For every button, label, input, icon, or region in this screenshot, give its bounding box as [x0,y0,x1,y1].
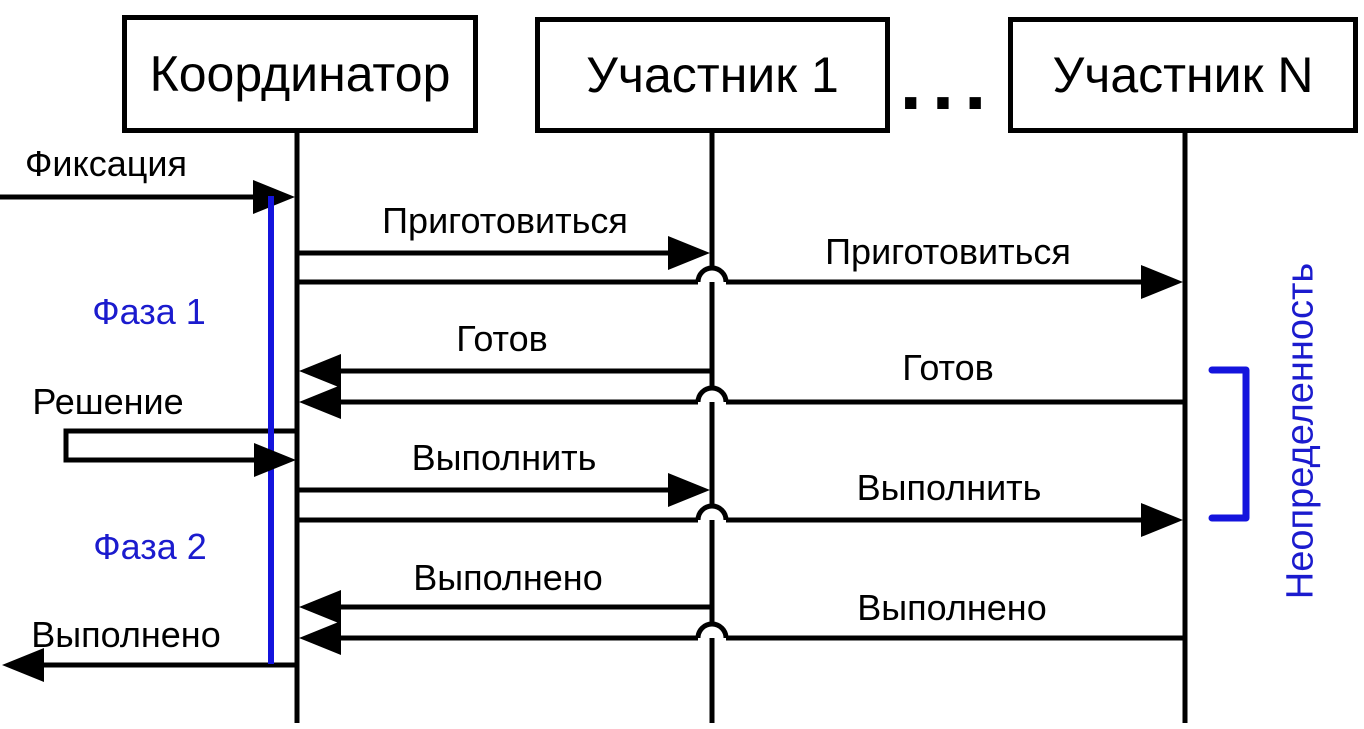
uncertainty-bracket [1208,366,1250,522]
label-ready-1: Готов [456,318,548,360]
arrowhead-done-n [299,621,341,655]
label-prepare-1: Приготовиться [382,200,628,242]
arrowhead-prepare-n [1141,265,1183,299]
label-done-out: Выполнено [31,614,221,656]
arrowhead-decision-loop [254,443,296,477]
actor-box-participant-1: Участник 1 [535,17,890,133]
actors-ellipsis: ... [899,37,997,126]
arrowhead-execute-1 [668,473,710,507]
line-hop-ready-n [695,385,729,403]
label-phase-2: Фаза 2 [93,526,207,568]
line-hop-execute-n [695,503,729,521]
label-prepare-n: Приготовиться [825,231,1071,273]
line-hop-prepare-n [695,265,729,283]
line-hop-done-n [695,621,729,639]
label-phase-1: Фаза 1 [92,291,206,333]
arrow-line-decision-loop [63,428,297,463]
arrowhead-prepare-1 [668,236,710,270]
actor-box-participant-n: Участник N [1008,17,1358,133]
label-ready-n: Готов [902,347,994,389]
label-done-n: Выполнено [857,587,1047,629]
label-done-1: Выполнено [413,557,603,599]
label-uncertainty: Неопределенность [1279,262,1322,600]
label-decision: Решение [32,381,184,423]
label-execute-n: Выполнить [856,467,1042,509]
arrowhead-done-1 [299,590,341,624]
actor-box-coordinator: Координатор [122,15,478,133]
arrowhead-ready-n [299,385,341,419]
arrowhead-done-out [2,648,44,682]
actor-label-coordinator: Координатор [149,46,451,102]
actor-label-participant-n: Участник N [1052,47,1314,103]
actor-label-participant-1: Участник 1 [586,47,839,103]
label-commit-request: Фиксация [25,143,187,185]
arrowhead-execute-n [1141,503,1183,537]
label-execute-1: Выполнить [411,437,597,479]
arrowhead-ready-1 [299,354,341,388]
